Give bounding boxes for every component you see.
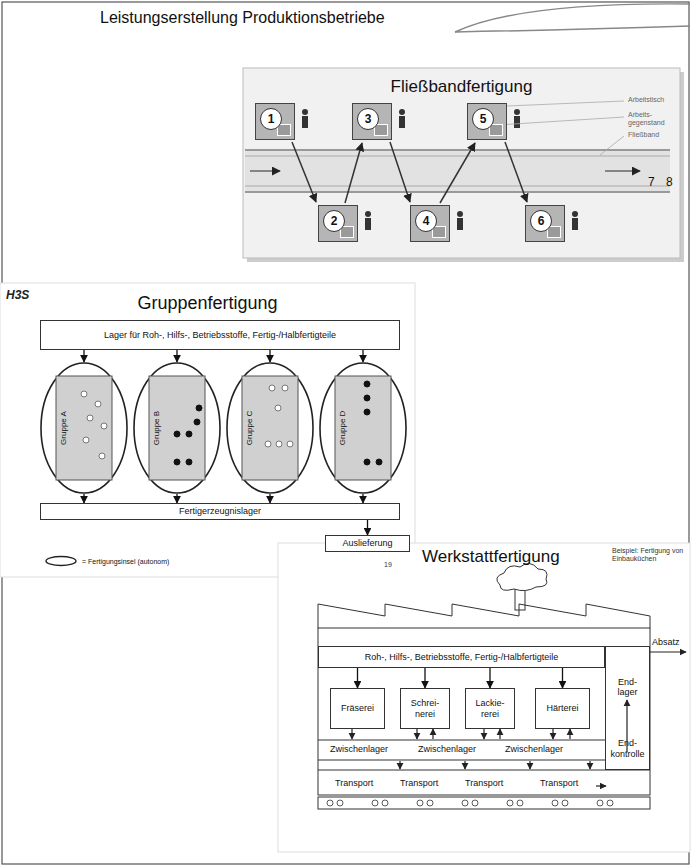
workshop-box: Fräserei	[330, 688, 385, 729]
storage-label: Zwischenlager	[418, 745, 476, 755]
transport-label: Transport	[400, 779, 438, 789]
legend-sample	[44, 555, 78, 567]
node-label: Lackie- rerei	[475, 698, 504, 719]
storage-box: Fertigerzeugnislager	[40, 503, 400, 520]
output-label: Absatz	[652, 638, 680, 648]
workshop-box: Härterei	[535, 688, 590, 729]
flow-arrow	[269, 494, 270, 503]
example-note: Beispiel: Fertigung von Einbauküchen	[612, 547, 684, 562]
node-label: Gruppe B	[152, 411, 161, 445]
station-number: 3	[357, 108, 379, 130]
work-station: 5	[467, 103, 507, 140]
page-title: Leistungserstellung Produktionsbetriebe	[100, 9, 385, 27]
node-label: Härterei	[546, 703, 578, 713]
production-island: Gruppe D	[319, 362, 407, 494]
node-label: Schrei- nerei	[411, 698, 440, 719]
node-label: Roh-, Hilfs-, Betriebsstoffe, Fertig-/Ha…	[321, 652, 602, 662]
storage-label: Zwischenlager	[330, 745, 388, 755]
logo-text: H3S	[6, 289, 29, 302]
workshop-box: Lackie- rerei	[465, 688, 515, 729]
node-label: Lager für Roh-, Hilfs-, Betriebsstoffe, …	[43, 330, 397, 340]
transport-label: Transport	[540, 779, 578, 789]
node-label: Gruppe D	[338, 411, 347, 446]
production-island: Gruppe C	[226, 362, 314, 494]
leader-label: Fließband	[628, 131, 659, 139]
storage-box: Auslieferung	[325, 535, 410, 552]
leader-label: Arbeitstisch	[628, 96, 664, 104]
station-number: 4	[415, 210, 437, 232]
flow-arrow	[489, 668, 490, 688]
work-station: 3	[352, 103, 392, 140]
callout-number: 8	[666, 176, 673, 189]
production-island: Gruppe B	[133, 362, 221, 494]
workshop-box: Schrei- nerei	[400, 688, 450, 729]
node-label: Gruppe C	[245, 411, 254, 446]
panel-heading: Fließbandfertigung	[243, 77, 680, 97]
node-label: Fertigerzeugnislager	[43, 506, 397, 516]
work-station: 1	[255, 103, 295, 140]
island-outline	[226, 362, 314, 494]
node-label: Gruppe A	[59, 411, 68, 445]
transport-label: Transport	[465, 779, 503, 789]
legend-text: = Fertigungsinsel (autonom)	[82, 558, 169, 565]
station-number: 5	[472, 108, 494, 130]
island-outline	[40, 362, 128, 494]
island-outline	[133, 362, 221, 494]
panel-heading: Gruppenfertigung	[0, 293, 415, 314]
flow-arrow	[562, 668, 563, 688]
work-station: 4	[410, 205, 450, 242]
final-storage-column: End- lagerEnd- kontrolle	[605, 646, 650, 770]
work-station: 2	[318, 205, 358, 242]
station-number: 1	[260, 108, 282, 130]
node-label: Auslieferung	[328, 538, 407, 548]
storage-label: Zwischenlager	[505, 745, 563, 755]
station-number: 6	[530, 210, 552, 232]
figure-panel: WerkstattfertigungRoh-, Hilfs-, Betriebs…	[278, 543, 690, 852]
island-outline	[319, 362, 407, 494]
station-number: 2	[323, 210, 345, 232]
node-label: End- lager	[617, 677, 637, 698]
node-label: End- kontrolle	[610, 738, 644, 759]
leader-label: Arbeits- gegenstand	[628, 111, 668, 126]
storage-box: Roh-, Hilfs-, Betriebsstoffe, Fertig-/Ha…	[318, 646, 605, 668]
flow-arrow	[269, 350, 270, 362]
node-label: Fräserei	[341, 703, 374, 713]
work-station: 6	[525, 205, 565, 242]
flow-arrow	[83, 350, 84, 362]
storage-box: Lager für Roh-, Hilfs-, Betriebsstoffe, …	[40, 320, 400, 350]
flow-arrow	[367, 520, 368, 535]
flow-arrow	[362, 350, 363, 362]
flow-arrow	[176, 350, 177, 362]
transport-label: Transport	[335, 779, 373, 789]
legend-row: = Fertigungsinsel (autonom)	[44, 555, 169, 567]
production-island: Gruppe A	[40, 362, 128, 494]
flow-arrow	[424, 668, 425, 688]
flow-arrow	[176, 494, 177, 503]
flow-arrow	[362, 494, 363, 503]
page-number: 19	[384, 561, 392, 569]
callout-number: 7	[648, 176, 655, 189]
flow-arrow	[357, 668, 358, 688]
figure-panel: GruppenfertigungLager für Roh-, Hilfs-, …	[0, 283, 415, 577]
flow-arrow	[83, 494, 84, 503]
figure-panel: Fließbandfertigung 1 2 3 4 5 6	[243, 68, 680, 258]
